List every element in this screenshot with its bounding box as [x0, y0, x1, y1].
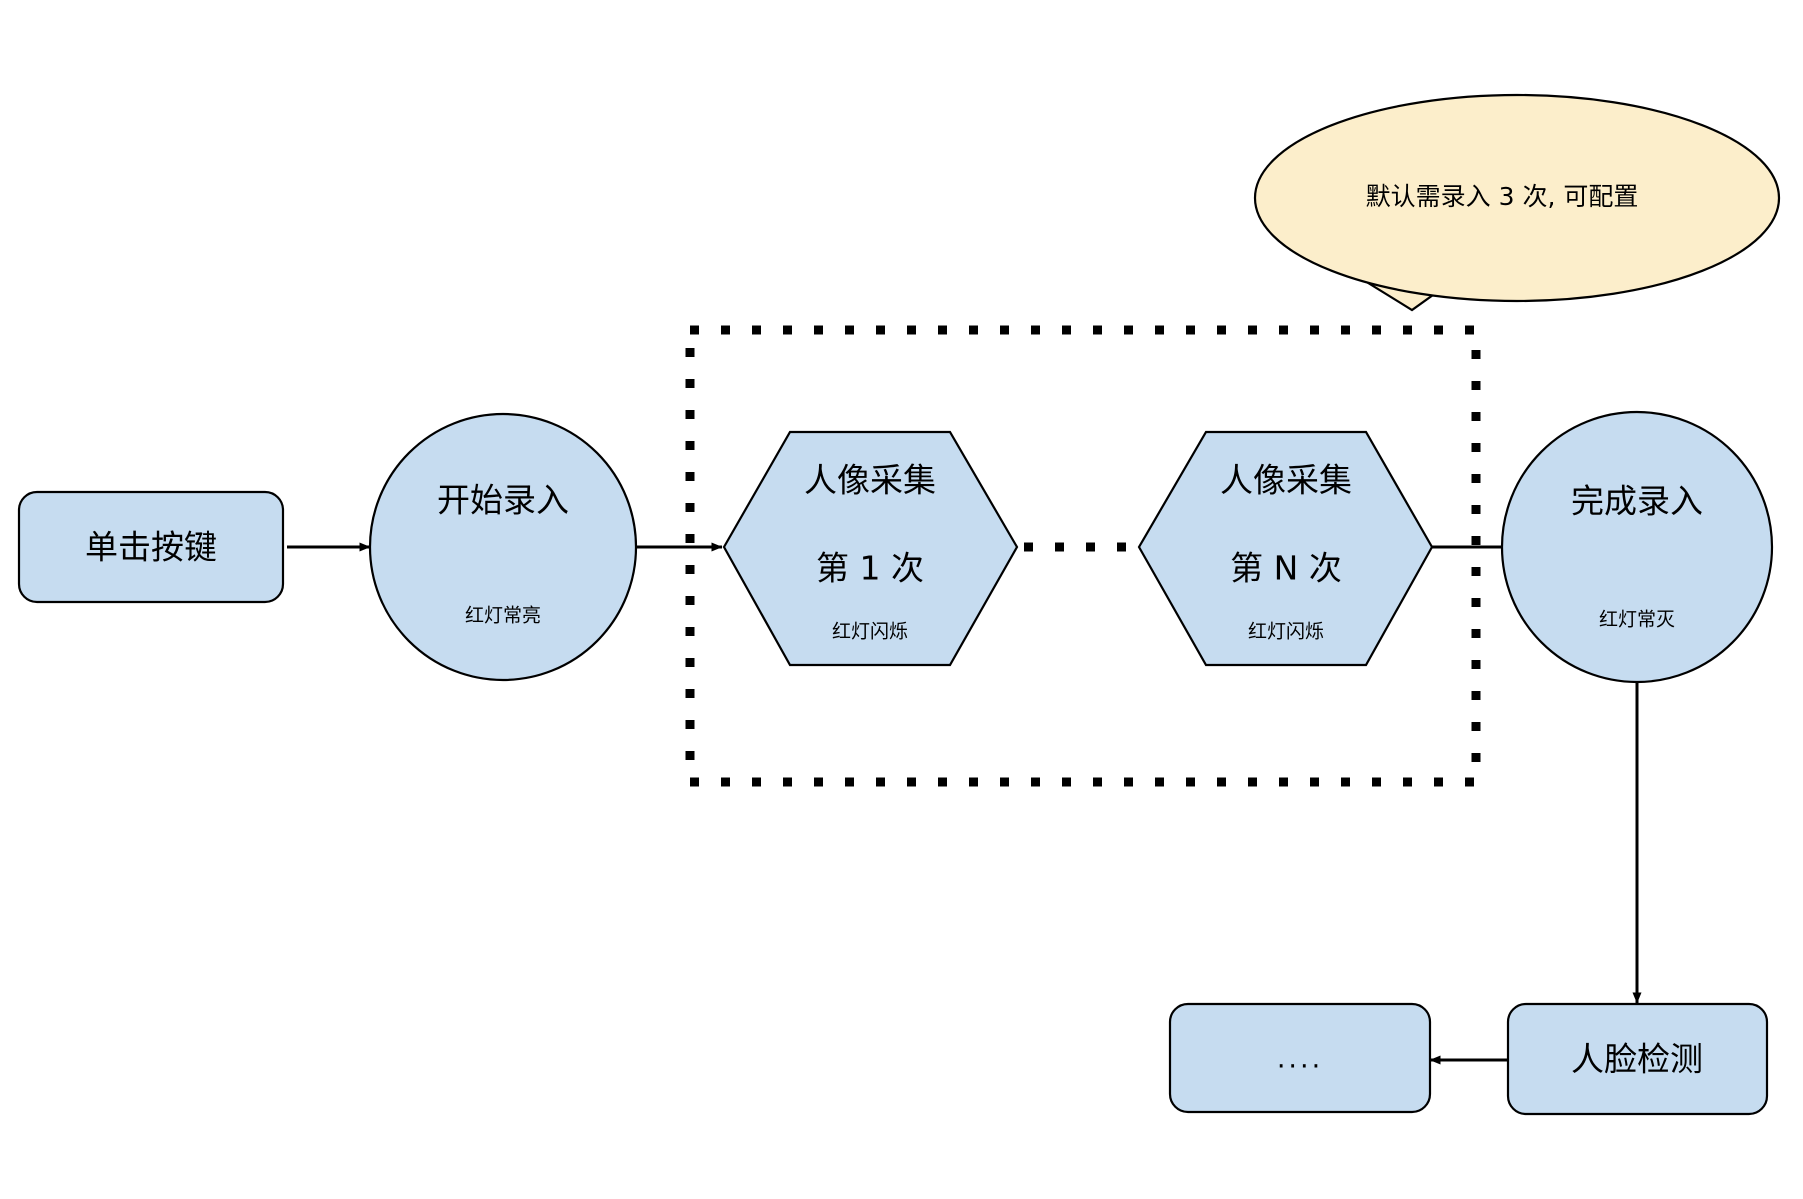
start-enroll-sublabel: 红灯常亮 [465, 605, 541, 627]
node-click-key[interactable]: 单击按键 [17, 490, 285, 604]
capture-nth-shape [1137, 430, 1434, 667]
capture-first-label2: 第 1 次 [816, 549, 924, 588]
node-capture-first[interactable]: 人像采集 第 1 次 红灯闪烁 [722, 430, 1019, 667]
face-detect-shape [1506, 1002, 1769, 1116]
more-steps-label: .... [1277, 1044, 1323, 1075]
start-enroll-label: 开始录入 [437, 481, 569, 520]
callout-text: 默认需录入 3 次, 可配置 [1366, 182, 1639, 211]
finish-enroll-shape [1500, 410, 1774, 684]
more-steps-shape [1168, 1002, 1432, 1114]
capture-nth-label2: 第 N 次 [1230, 549, 1342, 588]
click-key-label: 单击按键 [85, 528, 217, 567]
node-face-detect[interactable]: 人脸检测 [1506, 1002, 1769, 1116]
node-finish-enroll[interactable]: 完成录入 红灯常灭 [1500, 410, 1774, 684]
click-key-shape [17, 490, 285, 604]
capture-nth-sublabel: 红灯闪烁 [1248, 621, 1324, 643]
finish-enroll-label: 完成录入 [1571, 482, 1703, 521]
capture-first-sublabel: 红灯闪烁 [832, 621, 908, 643]
node-more-steps[interactable]: .... [1168, 1002, 1432, 1114]
capture-first-label: 人像采集 [804, 461, 936, 500]
callout-bubble [1253, 93, 1781, 303]
finish-enroll-sublabel: 红灯常灭 [1599, 609, 1675, 631]
capture-nth-label: 人像采集 [1220, 461, 1352, 500]
callout-enroll-count[interactable]: 默认需录入 3 次, 可配置 [1253, 93, 1781, 312]
start-enroll-shape [368, 412, 638, 682]
face-detect-label: 人脸检测 [1571, 1040, 1703, 1079]
node-start-enroll[interactable]: 开始录入 红灯常亮 [368, 412, 638, 682]
node-capture-nth[interactable]: 人像采集 第 N 次 红灯闪烁 [1137, 430, 1434, 667]
capture-first-shape [722, 430, 1019, 667]
